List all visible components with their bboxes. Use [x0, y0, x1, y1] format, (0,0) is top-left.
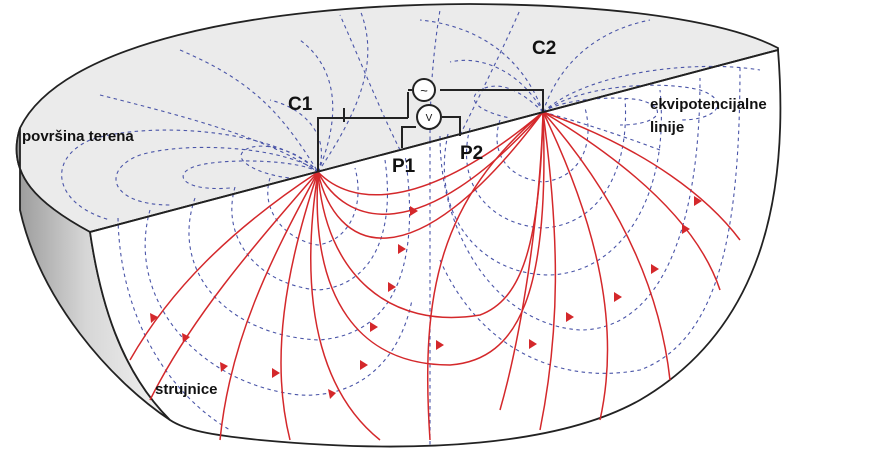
voltmeter-icon: [416, 104, 442, 130]
c2-wire: [440, 89, 544, 112]
label-equipotential-1: ekvipotencijalne: [650, 96, 767, 113]
label-c2: C2: [532, 38, 556, 59]
p2-wire: [442, 116, 461, 136]
c1-wire: [317, 117, 408, 172]
label-p2: P2: [460, 143, 483, 164]
electrode-circuit: ~ V: [317, 78, 544, 172]
ammeter-icon: [412, 78, 436, 102]
label-c1: C1: [288, 94, 313, 115]
voltmeter-symbol: V: [426, 113, 433, 124]
p1-wire: [401, 126, 416, 148]
label-p1: P1: [392, 156, 416, 177]
label-current-lines: strujnice: [155, 381, 218, 398]
label-surface: površina terena: [22, 128, 134, 145]
current-lines: [129, 111, 741, 441]
label-equipotential-2: linije: [650, 119, 684, 136]
surface-edge: [89, 49, 779, 233]
current-arrowheads: [150, 196, 702, 399]
ammeter-symbol: ~: [420, 83, 428, 98]
